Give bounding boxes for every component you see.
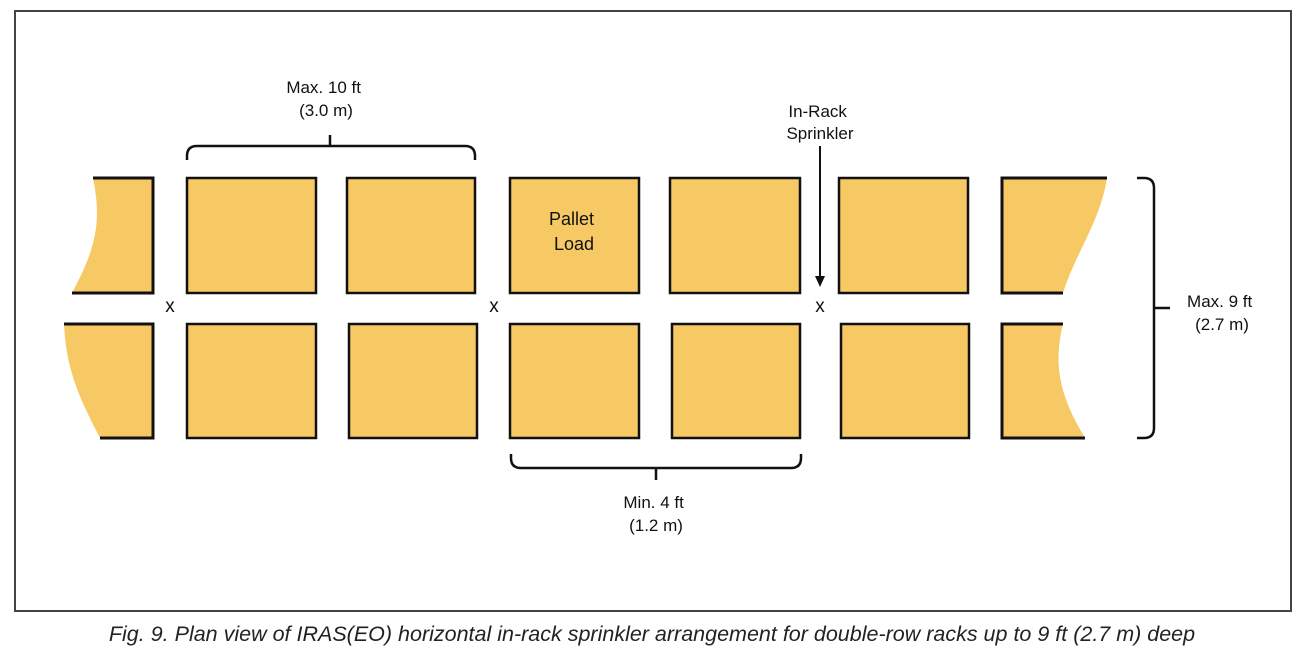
sprinkler-marker: x bbox=[489, 296, 499, 317]
label-max-rack-depth-line2: (2.7 m) bbox=[1195, 315, 1249, 334]
label-max-rack-depth-line1: Max. 9 ft bbox=[1187, 292, 1252, 311]
pallet-partial-left-top bbox=[72, 178, 153, 293]
pallet-load bbox=[347, 322, 479, 440]
pallet-load bbox=[508, 176, 641, 295]
label-min-spacing-line1: Min. 4 ft bbox=[623, 493, 684, 512]
label-min-spacing-line2: (1.2 m) bbox=[629, 516, 683, 535]
diagram-frame bbox=[14, 10, 1292, 612]
pallet-load bbox=[668, 176, 802, 295]
pallet-load bbox=[839, 322, 971, 440]
pallet-partial-left-bottom bbox=[64, 324, 153, 438]
label-in-rack-sprinkler: In-Rack Sprinkler bbox=[786, 102, 853, 143]
figure-caption: Fig. 9. Plan view of IRAS(EO) horizontal… bbox=[108, 622, 1196, 646]
bracket-max-flue-width bbox=[185, 135, 477, 160]
pallet-load bbox=[345, 176, 477, 295]
bracket-min-spacing bbox=[509, 454, 803, 480]
pallet-load bbox=[508, 322, 641, 440]
pallet-partial-right-bottom bbox=[1002, 324, 1085, 438]
pallet-partial-right-bottom-edge bbox=[1000, 322, 1085, 440]
label-min-spacing: Min. 4 ft (1.2 m) bbox=[623, 493, 688, 535]
label-max-rack-depth: Max. 9 ft (2.7 m) bbox=[1187, 292, 1257, 334]
pallet-load bbox=[670, 322, 802, 440]
label-max-flue-width: Max. 10 ft (3.0 m) bbox=[286, 78, 365, 120]
pallet-partial-left-bottom-edge bbox=[64, 322, 155, 440]
pallet-load bbox=[185, 176, 318, 295]
sprinkler-arrow-head bbox=[815, 276, 825, 287]
label-max-flue-width-line1: Max. 10 ft bbox=[286, 78, 361, 97]
sprinkler-marker: x bbox=[815, 296, 825, 317]
pallet-partial-right-top bbox=[1002, 178, 1107, 293]
pallet-load bbox=[837, 176, 970, 295]
label-pallet-load-line2: Load bbox=[554, 234, 594, 254]
bracket-max-rack-depth bbox=[1137, 176, 1170, 440]
pallet-partial-left-top-edge bbox=[72, 176, 155, 295]
label-in-rack-sprinkler-line2: Sprinkler bbox=[786, 124, 853, 143]
label-in-rack-sprinkler-line1: In-Rack bbox=[788, 102, 847, 121]
label-max-flue-width-line2: (3.0 m) bbox=[299, 101, 353, 120]
sprinkler-marker: x bbox=[165, 296, 175, 317]
label-pallet-load-line1: Pallet bbox=[549, 209, 594, 229]
label-pallet-load: Pallet Load bbox=[549, 209, 599, 254]
rack-plan-diagram: Max. 10 ft (3.0 m) Min. 4 ft (1.2 m) Max… bbox=[14, 10, 1292, 612]
pallet-load bbox=[185, 322, 318, 440]
pallet-partial-right-top-edge bbox=[1000, 176, 1107, 295]
